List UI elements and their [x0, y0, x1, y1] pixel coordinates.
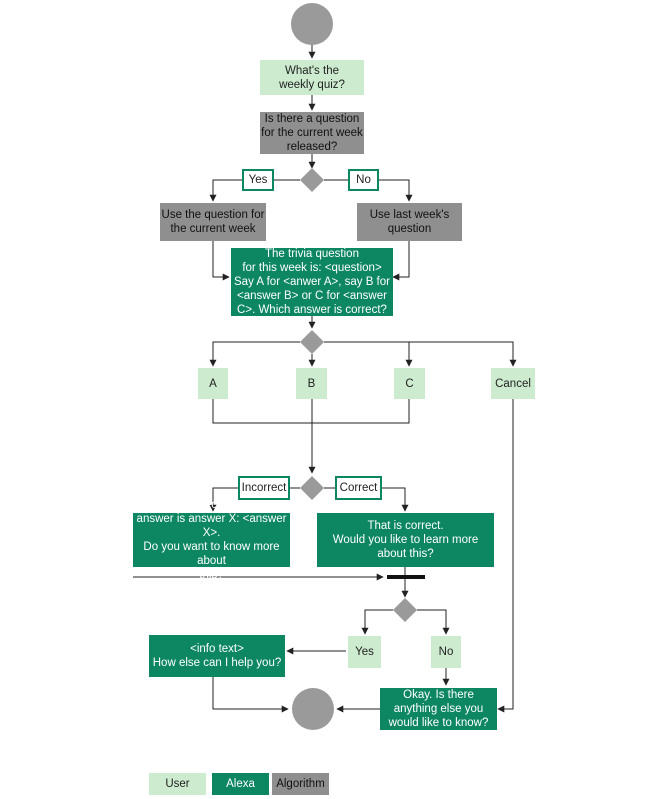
user-yes-learn: Yes — [348, 636, 381, 668]
decision-diamond-question — [300, 168, 324, 192]
user-answer-a: A — [198, 368, 228, 399]
edge-decision-to-cancel — [409, 341, 517, 367]
label-no-top: No — [348, 169, 379, 191]
label-correct: Correct — [335, 476, 382, 500]
user-cancel: Cancel — [491, 368, 535, 399]
user-ask-quiz: What's the weekly quiz? — [260, 60, 364, 95]
legend-algorithm: Algorithm — [272, 773, 329, 795]
algo-use-current: Use the question for the current week — [160, 203, 266, 241]
user-no-learn: No — [431, 636, 461, 668]
decision-diamond-correct — [300, 476, 324, 500]
alexa-correct-message: That is correct. Would you like to learn… — [317, 513, 494, 567]
join-bar — [387, 575, 425, 579]
edge-decision-to-c — [324, 341, 413, 367]
user-answer-c: C — [394, 368, 425, 399]
edge-last-to-trivia — [392, 241, 410, 281]
algo-use-last: Use last week's question — [357, 203, 462, 241]
edge-decision-no-bottom — [417, 609, 450, 635]
decision-diamond-learn-more — [393, 598, 417, 622]
label-incorrect: Incorrect — [238, 476, 290, 500]
end-node — [292, 688, 334, 730]
algo-question-released: Is there a question for the current week… — [260, 112, 364, 154]
edge-cancel-to-okay — [497, 399, 514, 713]
edge-decision-yes-bottom — [361, 609, 393, 635]
start-node — [291, 3, 333, 45]
alexa-anything-else: Okay. Is there anything else you would l… — [380, 688, 497, 730]
edge-info-to-end — [212, 677, 289, 713]
legend-alexa: Alexa — [212, 773, 269, 795]
decision-diamond-answer — [300, 330, 324, 354]
alexa-info-text: <info text> How else can I help you? — [149, 635, 285, 677]
edge-decision-to-a — [209, 341, 300, 367]
edge-a-merge — [212, 399, 410, 424]
alexa-incorrect-message: That is incorrect. The correct answer is… — [133, 499, 290, 581]
user-answer-b: B — [296, 368, 327, 399]
legend-user: User — [149, 773, 206, 795]
label-yes-top: Yes — [242, 169, 274, 191]
edge-current-to-trivia — [212, 241, 230, 281]
alexa-trivia-question: The trivia question for this week is: <q… — [231, 248, 393, 316]
